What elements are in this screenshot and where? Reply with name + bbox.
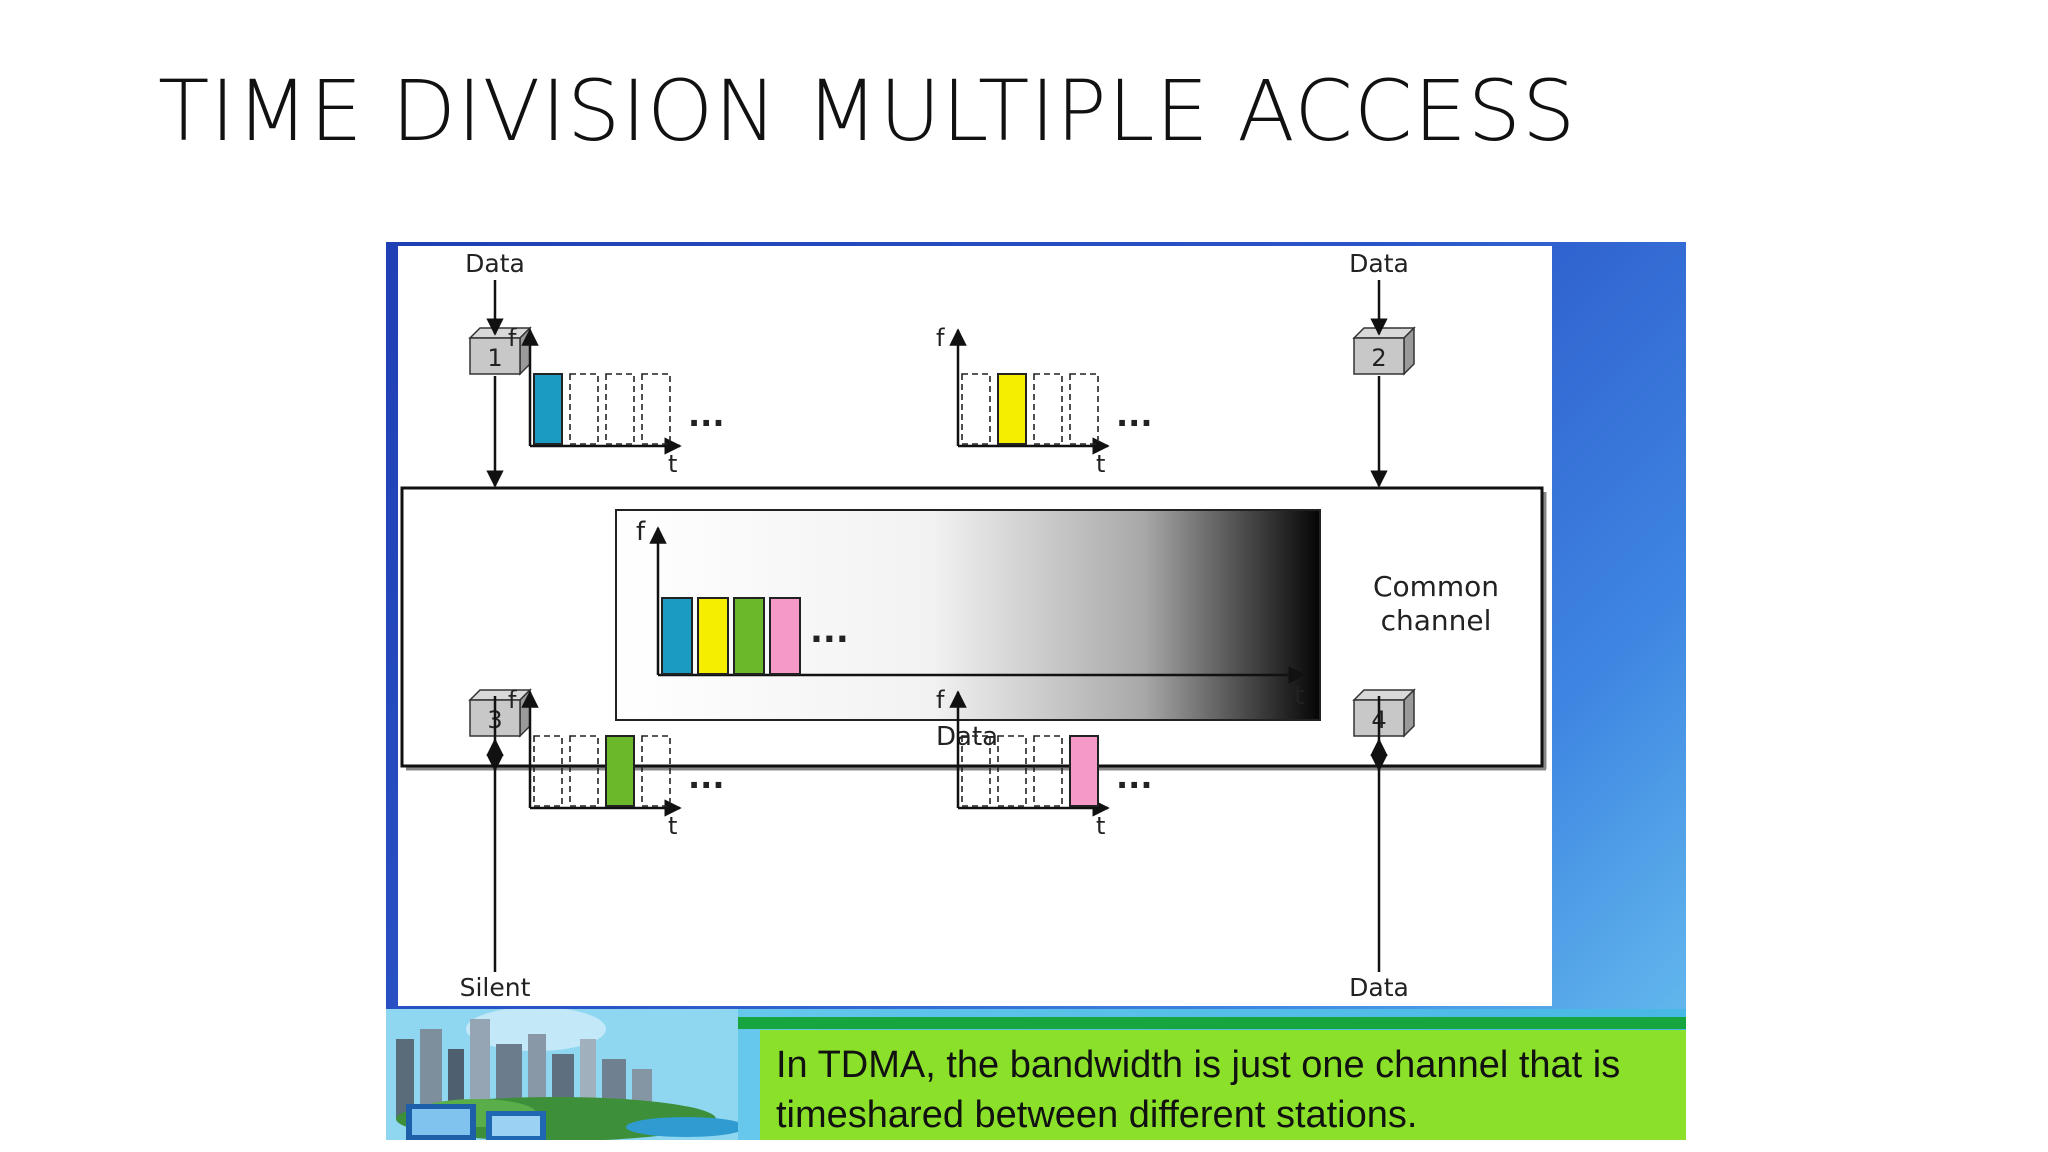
station-3-t-label: t bbox=[668, 812, 677, 840]
station-2-slot-4 bbox=[1069, 373, 1099, 445]
station-3-slot-3 bbox=[605, 735, 635, 807]
station-3-slot-2 bbox=[569, 735, 599, 807]
channel-slot-4 bbox=[769, 597, 801, 675]
station-1-slot-4 bbox=[641, 373, 671, 445]
station-input-label-4: Data bbox=[1349, 973, 1409, 1002]
station-box-1 bbox=[469, 337, 521, 375]
common-channel-label-2: channel bbox=[1381, 604, 1492, 637]
station-1-slot-3 bbox=[605, 373, 635, 445]
caption-accent-line bbox=[738, 1017, 1686, 1029]
caption-line-1: In TDMA, the bandwidth is just one chann… bbox=[776, 1044, 1621, 1086]
station-3-slot-4 bbox=[641, 735, 671, 807]
station-3-ellipsis: ... bbox=[688, 758, 724, 796]
channel-t-label: t bbox=[1294, 681, 1304, 711]
station-1-slot-1 bbox=[533, 373, 563, 445]
tdma-diagram: f t ... Data Common channel 1Dataft...2D… bbox=[398, 246, 1552, 1006]
caption-box bbox=[760, 1030, 1686, 1140]
common-channel-label-1: Common bbox=[1373, 570, 1499, 603]
station-1-f-label: f bbox=[508, 324, 517, 352]
station-box-2 bbox=[1353, 337, 1405, 375]
channel-slot-2 bbox=[697, 597, 729, 675]
station-4: 4Dataft... bbox=[936, 686, 1416, 1002]
channel-f-label: f bbox=[636, 517, 646, 547]
station-1-ellipsis: ... bbox=[688, 396, 724, 434]
tdma-figure-panel: In TDMA, the bandwidth is just one chann… bbox=[386, 242, 1686, 1140]
channel-data-label: Data bbox=[936, 722, 998, 752]
station-id-1: 1 bbox=[487, 344, 502, 372]
channel-slot-3 bbox=[733, 597, 765, 675]
station-4-slot-1 bbox=[961, 735, 991, 807]
caption-line-2: timeshared between different stations. bbox=[776, 1094, 1418, 1136]
station-3-slot-1 bbox=[533, 735, 563, 807]
station-input-label-1: Data bbox=[465, 249, 525, 278]
station-2-ellipsis: ... bbox=[1116, 396, 1152, 434]
channel-slots bbox=[661, 597, 801, 675]
station-id-2: 2 bbox=[1371, 344, 1386, 372]
station-2-slot-3 bbox=[1033, 373, 1063, 445]
station-1: 1 Data f t... bbox=[465, 249, 724, 488]
station-2-t-label: t bbox=[1096, 450, 1105, 478]
station-4-ellipsis: ... bbox=[1116, 758, 1152, 796]
station-4-t-label: t bbox=[1096, 812, 1105, 840]
station-4-slot-2 bbox=[997, 735, 1027, 807]
station-2-slot-2 bbox=[997, 373, 1027, 445]
caption-text: In TDMA, the bandwidth is just one chann… bbox=[776, 1040, 1676, 1140]
city-illustration bbox=[386, 1009, 738, 1140]
station-4-f-label: f bbox=[936, 686, 945, 714]
channel-slot-1 bbox=[661, 597, 693, 675]
station-input-label-2: Data bbox=[1349, 249, 1409, 278]
channel-ellipsis: ... bbox=[810, 611, 849, 651]
station-2-slot-1 bbox=[961, 373, 991, 445]
station-4-slot-3 bbox=[1033, 735, 1063, 807]
station-input-label-3: Silent bbox=[460, 973, 531, 1002]
slide-title: TIME DIVISION MULTIPLE ACCESS bbox=[158, 62, 1577, 160]
station-1-slot-2 bbox=[569, 373, 599, 445]
stations: 1Dataft...2Dataft...3Silentft...4Dataft.… bbox=[460, 249, 1416, 1002]
station-3-f-label: f bbox=[508, 686, 517, 714]
station-1-t-label: t bbox=[668, 450, 677, 478]
station-2-f-label: f bbox=[936, 324, 945, 352]
station-2: 2 Data f t... bbox=[936, 249, 1416, 488]
station-4-slot-4 bbox=[1069, 735, 1099, 807]
station-3: 3Silentft... bbox=[460, 686, 725, 1002]
